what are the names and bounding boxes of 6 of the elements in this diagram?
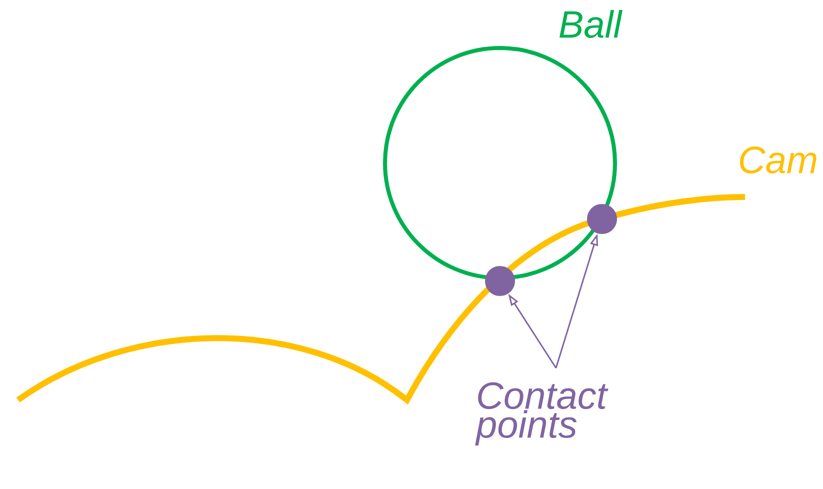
contact-point: [485, 266, 515, 296]
ball-circle: [383, 46, 617, 280]
ball-label: Ball: [560, 10, 623, 38]
contact-point: [587, 204, 617, 234]
contact-label: Contact points: [475, 382, 608, 446]
cam-label: Cam: [740, 146, 816, 174]
